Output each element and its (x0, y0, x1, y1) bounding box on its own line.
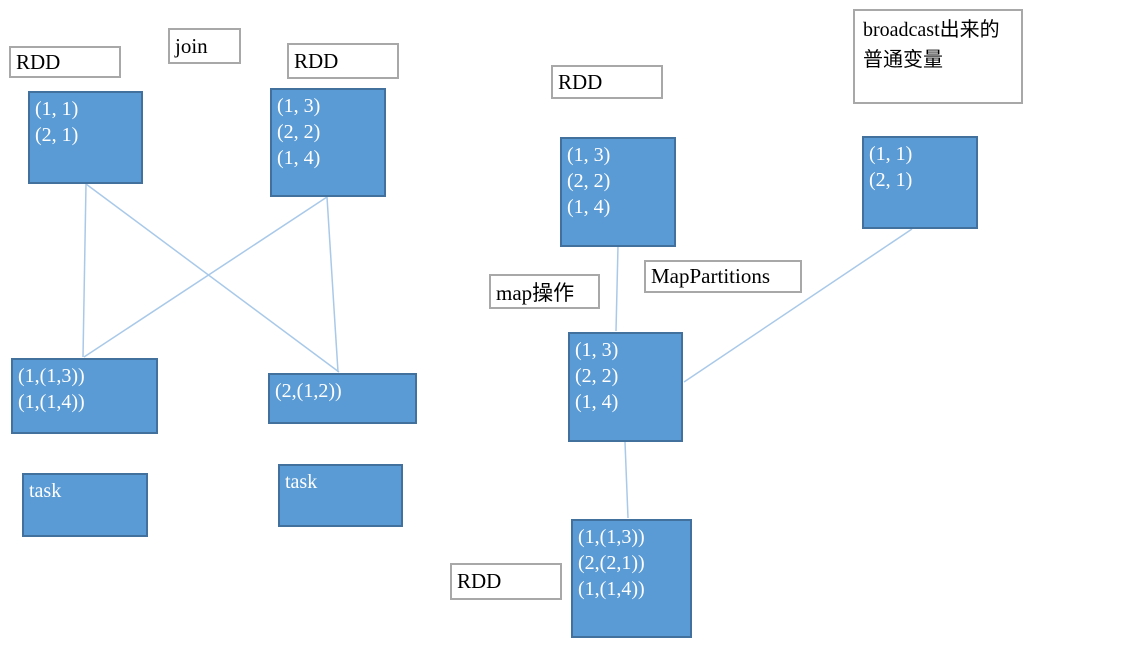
connector-line-broadcast (683, 228, 913, 383)
node-text-line: (1,(1,3)) (18, 365, 85, 387)
label-text-line: broadcast出来的 (863, 19, 1000, 41)
label-text: RDD (558, 69, 603, 94)
label-text: RDD (294, 48, 339, 73)
node-text-line: (1,(1,3)) (578, 526, 645, 548)
node-broadcast-var: (1, 1) (2, 1) (862, 136, 978, 229)
node-text-line: (2, 2) (277, 121, 321, 143)
node-text-line: (2, 1) (35, 124, 79, 146)
node-task-a: task (22, 473, 148, 537)
node-right-rdd-bottom: (1,(1,3)) (2,(2,1)) (1,(1,4)) (571, 519, 692, 638)
node-text-line: (2, 2) (575, 365, 619, 387)
label-rdd-right-top: RDD (551, 65, 663, 99)
node-left-joined-b: (2,(1,2)) (268, 373, 417, 424)
node-text-line: (2, 2) (567, 170, 611, 192)
label-map-operation: map操作 (489, 274, 600, 309)
node-text-line: (1, 3) (575, 339, 619, 361)
node-text-line: (1, 4) (567, 196, 611, 218)
node-left-joined-a: (1,(1,3)) (1,(1,4)) (11, 358, 158, 434)
node-left-rdd-a: (1, 1) (2, 1) (28, 91, 143, 184)
node-text-line: (1, 3) (277, 95, 321, 117)
label-text: RDD (457, 569, 502, 593)
label-rdd-left-a: RDD (9, 46, 121, 78)
label-text: RDD (16, 49, 61, 74)
connector-line-map (615, 245, 619, 332)
node-right-rdd-mid: (1, 3) (2, 2) (1, 4) (568, 332, 683, 442)
node-text-line: task (29, 480, 62, 502)
label-rdd-left-b: RDD (287, 43, 399, 79)
node-text-line: (1, 1) (35, 98, 79, 120)
node-text-line: (1, 4) (277, 147, 321, 169)
label-text: MapPartitions (651, 264, 770, 288)
node-text-line: (2, 1) (869, 169, 913, 191)
label-text-line: 普通变量 (863, 49, 943, 71)
connector-line-mappartitions (624, 441, 629, 519)
node-text-line: task (285, 471, 318, 493)
connector-line-join-b2 (326, 196, 339, 373)
connector-line-join-a2 (85, 183, 340, 373)
label-join: join (168, 28, 241, 64)
node-text-line: (1, 1) (869, 143, 913, 165)
node-task-b: task (278, 464, 403, 527)
node-left-rdd-b: (1, 3) (2, 2) (1, 4) (270, 88, 386, 197)
node-text-line: (2,(1,2)) (275, 380, 342, 402)
label-text: map操作 (496, 280, 575, 305)
node-text-line: (1, 4) (575, 391, 619, 413)
label-mappartitions: MapPartitions (644, 260, 802, 293)
node-right-rdd-top: (1, 3) (2, 2) (1, 4) (560, 137, 676, 247)
label-text: join (175, 33, 208, 58)
node-text-line: (2,(2,1)) (578, 552, 645, 574)
node-text-line: (1,(1,4)) (578, 578, 645, 600)
connector-line-join-a1 (82, 183, 87, 358)
connector-line-join-b1 (83, 196, 328, 358)
node-text-line: (1,(1,4)) (18, 391, 85, 413)
label-rdd-right-bottom: RDD (450, 563, 562, 600)
node-text-line: (1, 3) (567, 144, 611, 166)
label-broadcast-note: broadcast出来的 普通变量 (853, 9, 1023, 104)
